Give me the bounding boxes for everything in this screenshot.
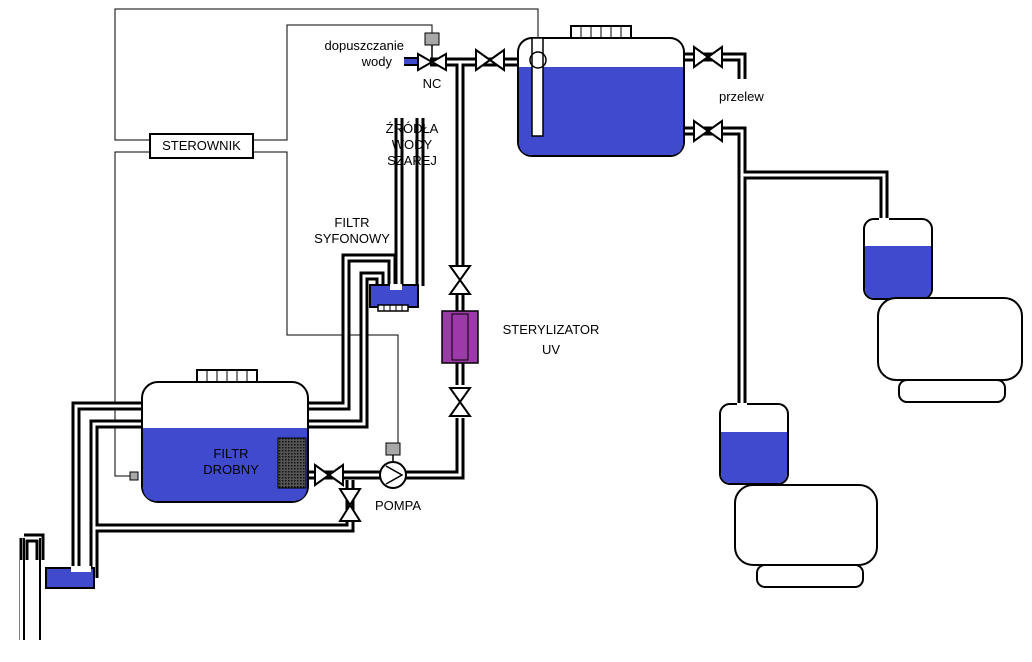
uv-sterilizer-icon bbox=[441, 310, 479, 364]
drain-sump bbox=[20, 538, 95, 662]
grey-source-line3: SZAREJ bbox=[387, 153, 437, 168]
gate-valve-icon bbox=[448, 387, 472, 417]
water-inlet-stub bbox=[404, 57, 418, 66]
gate-valve-icon bbox=[693, 119, 723, 143]
sterilizer-line1: STERYLIZATOR bbox=[502, 322, 600, 337]
water-inlet-label-line2: wody bbox=[361, 54, 392, 69]
water-inlet-label: dopuszczanie wody bbox=[308, 38, 405, 70]
fine-filter-label: FILTR DROBNY bbox=[200, 446, 262, 478]
grey-source-line1: ŹRÓDŁA bbox=[385, 121, 439, 136]
siphon-filter bbox=[369, 284, 419, 312]
lower-collection-tank bbox=[129, 369, 309, 503]
level-sensor-icon bbox=[129, 471, 139, 481]
siphon-filter-label: FILTR SYFONOWY bbox=[308, 215, 396, 247]
fine-filter-line2: DROBNY bbox=[203, 462, 259, 477]
overflow-label: przelew bbox=[719, 89, 764, 104]
pump-icon bbox=[379, 442, 407, 489]
gate-valves bbox=[314, 45, 723, 522]
fine-filter-line1: FILTR bbox=[213, 446, 249, 461]
grey-source-line2: WODY bbox=[391, 137, 433, 152]
solenoid-actuator-icon bbox=[424, 32, 440, 62]
toilet-lower bbox=[719, 403, 878, 588]
gate-valve-icon bbox=[448, 265, 472, 295]
water-inlet-label-line1: dopuszczanie bbox=[324, 38, 405, 53]
gate-valve-icon bbox=[475, 48, 505, 72]
gate-valve-icon bbox=[417, 52, 447, 72]
toilet-upper bbox=[863, 218, 1023, 403]
fine-filter-mesh bbox=[277, 437, 307, 489]
upper-storage-tank bbox=[517, 25, 685, 157]
pump-label: POMPA bbox=[375, 498, 421, 513]
gate-valve-icon bbox=[693, 45, 723, 69]
controller-box: STEROWNIK bbox=[149, 133, 254, 159]
grey-water-source-label: ŹRÓDŁA WODY SZAREJ bbox=[372, 121, 452, 169]
valve-nc-label: NC bbox=[422, 76, 442, 91]
siphon-filter-line2: SYFONOWY bbox=[314, 231, 390, 246]
control-wires bbox=[114, 8, 539, 477]
gate-valve-icon bbox=[338, 488, 362, 522]
uv-sterilizer-label: STERYLIZATOR UV bbox=[496, 322, 606, 358]
gate-valve-icon bbox=[314, 463, 344, 487]
float-switch-icon bbox=[529, 51, 547, 69]
siphon-filter-line1: FILTR bbox=[334, 215, 370, 230]
sterilizer-line2: UV bbox=[541, 342, 561, 357]
